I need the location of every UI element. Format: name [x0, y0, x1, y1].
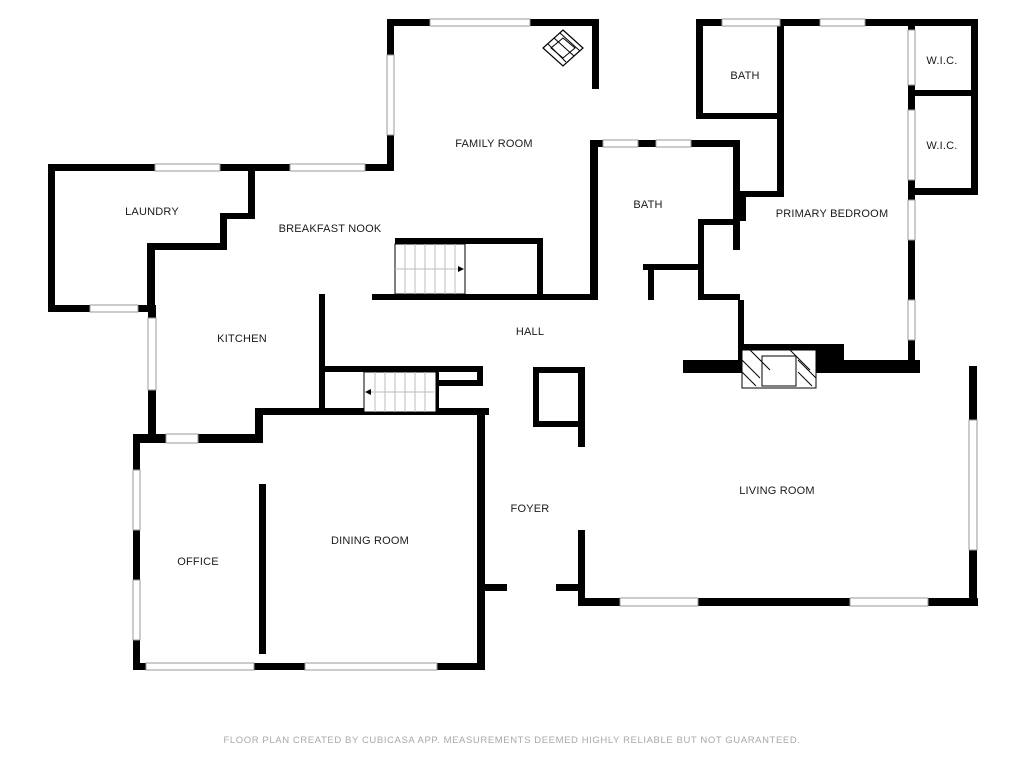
- wall: [439, 380, 483, 386]
- wall: [777, 19, 784, 197]
- wall: [477, 366, 483, 386]
- room-label-primary-bedroom: PRIMARY BEDROOM: [776, 208, 889, 220]
- room-label-family-room: FAMILY ROOM: [455, 138, 533, 150]
- room-label-living-room: LIVING ROOM: [739, 485, 815, 497]
- wall: [477, 408, 485, 670]
- window: [619, 597, 699, 607]
- room-label-breakfast-nook: BREAKFAST NOOK: [279, 223, 382, 235]
- wall: [248, 164, 255, 219]
- window: [145, 662, 255, 671]
- wall: [477, 584, 507, 591]
- window: [132, 579, 141, 641]
- wall: [696, 113, 784, 119]
- room-label-bath-upper: BATH: [730, 70, 759, 82]
- wall: [643, 264, 704, 270]
- wall: [147, 243, 155, 312]
- wall: [220, 213, 227, 250]
- window: [386, 54, 395, 136]
- wall: [533, 421, 585, 427]
- window: [907, 109, 916, 181]
- window: [655, 139, 692, 148]
- room-label-hall: HALL: [516, 326, 544, 338]
- wall: [816, 344, 844, 373]
- wall: [908, 90, 978, 96]
- window: [289, 163, 366, 172]
- wall: [698, 219, 704, 299]
- room-label-laundry: LAUNDRY: [125, 206, 179, 218]
- wall: [578, 598, 978, 606]
- room-label-bath-middle: BATH: [633, 199, 662, 211]
- wall: [372, 294, 598, 300]
- wall: [590, 140, 598, 300]
- wall: [395, 238, 543, 244]
- window: [907, 299, 916, 341]
- window: [819, 18, 866, 27]
- fireplace-box: [761, 355, 797, 387]
- room-label-office: OFFICE: [177, 556, 219, 568]
- wall: [220, 213, 255, 219]
- window: [165, 433, 199, 444]
- wall: [537, 238, 543, 300]
- window: [147, 317, 157, 391]
- room-label-wic-top: W.I.C.: [926, 55, 957, 67]
- wall: [319, 294, 325, 412]
- wall: [255, 408, 263, 443]
- window: [721, 18, 781, 27]
- wall: [683, 360, 743, 373]
- room-label-dining-room: DINING ROOM: [331, 535, 409, 547]
- wall: [319, 366, 439, 372]
- wall: [533, 367, 539, 427]
- wall: [578, 530, 585, 606]
- wall: [259, 484, 266, 654]
- wall: [133, 434, 140, 670]
- walls: [48, 19, 978, 670]
- wall: [844, 360, 920, 373]
- wall: [971, 19, 978, 195]
- window: [304, 662, 438, 671]
- wall: [433, 366, 483, 372]
- wall: [48, 164, 55, 312]
- wall: [556, 584, 585, 591]
- window: [132, 469, 141, 531]
- wall: [908, 188, 978, 195]
- wall: [738, 300, 744, 348]
- room-label-wic-bottom: W.I.C.: [926, 140, 957, 152]
- wall: [696, 19, 703, 119]
- window: [154, 163, 221, 172]
- window: [602, 139, 639, 148]
- wall: [740, 191, 746, 221]
- wall: [648, 264, 654, 300]
- disclaimer-footer: FLOOR PLAN CREATED BY CUBICASA APP. MEAS…: [223, 735, 801, 746]
- window: [907, 29, 916, 86]
- wall: [48, 164, 394, 171]
- window: [89, 304, 139, 313]
- window: [429, 18, 531, 27]
- window: [849, 597, 929, 607]
- wall: [533, 367, 585, 373]
- wall: [578, 367, 585, 447]
- room-labels: FAMILY ROOM BATH W.I.C. W.I.C. LAUNDRY B…: [125, 55, 957, 568]
- wall: [733, 140, 740, 250]
- room-label-kitchen: KITCHEN: [217, 333, 267, 345]
- room-label-foyer: FOYER: [511, 503, 550, 515]
- wall: [698, 294, 740, 300]
- window: [907, 199, 916, 241]
- wall: [147, 243, 227, 250]
- wall: [740, 191, 784, 197]
- stairs: [363, 243, 466, 413]
- window: [968, 419, 978, 551]
- wall: [698, 219, 740, 225]
- wall: [592, 19, 599, 89]
- windows: [89, 18, 978, 671]
- fixtures: [542, 29, 817, 389]
